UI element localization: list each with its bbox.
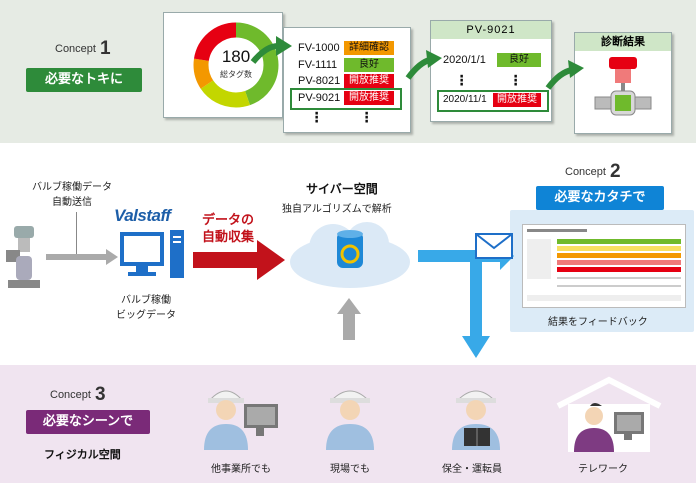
ellipsis-icon: ··· <box>364 106 370 130</box>
tag-name: FV-1000 <box>298 42 340 54</box>
status-badge: 詳細確認 <box>344 41 394 55</box>
diagnosis-card: 診断結果 <box>574 32 672 134</box>
worker-icon <box>452 390 500 450</box>
ellipsis-icon: ··· <box>314 106 320 130</box>
ellipsis-icon: ··· <box>513 69 519 93</box>
person-label: テレワーク <box>578 464 628 475</box>
tag-name: PV-8021 <box>298 75 341 87</box>
computer-icon <box>120 230 184 278</box>
concept2-badge: 必要なカタチで <box>536 186 664 210</box>
home-icon <box>556 376 662 452</box>
valve-icon <box>594 57 652 116</box>
donut-value: 180 <box>221 47 251 66</box>
tag-name: PV-9021 <box>298 92 341 104</box>
worker-icon <box>326 390 374 450</box>
history-title: PV-9021 <box>431 21 551 39</box>
status-badge: 良好 <box>497 53 541 67</box>
concept3-subtitle: フィジカル空間 <box>44 448 121 461</box>
history-card: PV-9021 2020/1/1 良好 ··· ··· 2020/11/1 開放… <box>430 20 552 122</box>
status-badge: 開放推奨 <box>344 91 394 105</box>
tag-list-card: FV-1000 詳細確認 FV-1111 良好 PV-8021 開放推奨 PV-… <box>283 27 411 133</box>
collect-arrow <box>193 240 285 280</box>
status-badge: 開放推奨 <box>344 74 394 88</box>
sensor-caption: バルブ稼働データ 自動送信 <box>32 182 112 208</box>
report-screen <box>522 224 686 308</box>
caption-leader <box>76 212 77 256</box>
highlight-box <box>290 88 402 110</box>
cyber-subtitle: 独自アルゴリズムで解析 <box>282 204 392 215</box>
concept1-badge: 必要なトキに <box>26 68 142 92</box>
worker-icon <box>204 390 278 450</box>
flow-arrows <box>250 36 584 90</box>
feedback-label: 結果をフィードバック <box>548 317 648 328</box>
tag-name: FV-1111 <box>298 59 338 71</box>
bigdata-label: バルブ稼働 ビッグデータ <box>116 295 176 321</box>
ellipsis-icon: ··· <box>459 69 465 93</box>
status-badge: 良好 <box>344 58 394 72</box>
donut-label: 総タグ数 <box>220 70 252 79</box>
mail-icon <box>475 233 513 259</box>
valstaff-logo: Valstaff <box>114 206 171 225</box>
cyber-title: サイバー空間 <box>306 182 378 196</box>
gray-arrows <box>46 249 361 340</box>
collect-label: データの 自動収集 <box>202 213 255 245</box>
highlight-box <box>437 90 549 112</box>
donut-card: 180 総タグ数 <box>163 12 283 118</box>
status-badge: 開放推奨 <box>493 93 541 107</box>
person-label: 保全・運転員 <box>442 464 502 475</box>
diagnosis-title: 診断結果 <box>575 33 671 51</box>
concept3-badge: 必要なシーンで <box>26 410 150 434</box>
person-label: 他事業所でも <box>211 464 271 475</box>
donut-chart <box>193 22 279 108</box>
history-date: 2020/1/1 <box>443 54 486 66</box>
valve-icon <box>6 226 40 288</box>
person-label: 現場でも <box>330 464 370 475</box>
cloud-icon <box>290 222 410 288</box>
history-date: 2020/11/1 <box>443 94 487 105</box>
